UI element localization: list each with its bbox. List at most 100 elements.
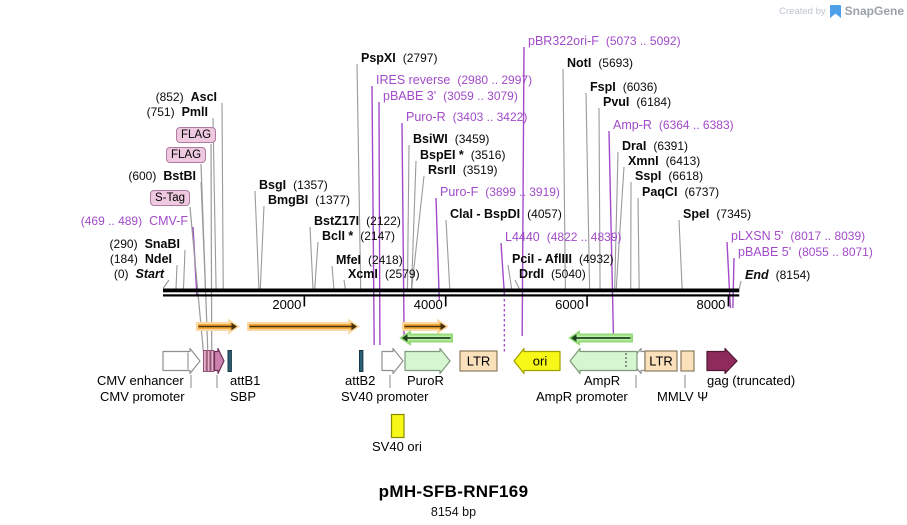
site-label-mfei[interactable]: MfeI(2418): [336, 254, 403, 267]
site-leader-line: [562, 68, 566, 289]
feature-sv40-ori[interactable]: [390, 413, 405, 439]
site-label-bcli-[interactable]: BclI *(2147): [322, 230, 395, 243]
primer-label-pbr322ori-f[interactable]: pBR322ori-F(5073 .. 5092): [528, 35, 681, 48]
mmlv-psi-label[interactable]: MMLV Ψ: [657, 389, 709, 404]
site-position: (4932): [578, 252, 614, 266]
site-name: PmlI: [181, 105, 208, 119]
feature-ori-arrow[interactable]: [513, 347, 561, 375]
s-tag-box[interactable]: S-Tag: [150, 190, 191, 206]
site-label-noti[interactable]: NotI(5693): [567, 57, 633, 70]
site-position: (1357): [293, 178, 328, 192]
site-label-drai[interactable]: DraI(6391): [622, 140, 688, 153]
feature-flag-bar-1[interactable]: [203, 350, 207, 372]
feature-gag-arrow[interactable]: [706, 347, 738, 375]
site-position: (3403 .. 3422): [452, 110, 528, 124]
sv40-promoter-label[interactable]: SV40 promoter: [341, 389, 429, 404]
feature-sv40-promoter-arrow[interactable]: [381, 347, 404, 375]
attb2-label[interactable]: attB2: [345, 373, 376, 388]
primer-label-pbabe-3-[interactable]: pBABE 3'(3059 .. 3079): [383, 90, 518, 103]
sbp-label[interactable]: SBP: [230, 389, 257, 404]
flag-tag-2-leader-line: [200, 163, 209, 369]
site-position: (2980 .. 2997): [457, 73, 533, 87]
site-label-spei[interactable]: SpeI(7345): [683, 208, 751, 221]
site-leader-line: [162, 279, 170, 289]
site-label-pspxi[interactable]: PspXI(2797): [361, 52, 437, 65]
flag-tag-2-box[interactable]: FLAG: [166, 147, 207, 163]
primer-label-pbabe-5-[interactable]: pBABE 5'(8055 .. 8071): [738, 246, 873, 259]
site-position: (0): [113, 267, 129, 281]
gag-label[interactable]: gag (truncated): [707, 373, 796, 388]
site-name: IRES reverse: [376, 73, 451, 87]
primer-label-plxsn-5-[interactable]: pLXSN 5'(8017 .. 8039): [731, 230, 865, 243]
site-name: Puro-F: [440, 185, 479, 199]
feature-attb2-bar[interactable]: [359, 350, 364, 372]
feature-ltr-box-1[interactable]: [459, 350, 498, 372]
site-label-end[interactable]: End(8154): [745, 269, 810, 282]
sv40-ori-label[interactable]: SV40 ori: [372, 439, 422, 454]
site-label-paqci[interactable]: PaqCI(6737): [642, 186, 719, 199]
feature-s-tag-bar[interactable]: [210, 350, 215, 372]
site-label-pcii-afliii[interactable]: PciI - AflIII(4932): [512, 253, 614, 266]
axis-tick-label: 4000: [413, 297, 443, 312]
site-label-bsiwi[interactable]: BsiWI(3459): [413, 133, 489, 146]
site-label-bmgbi[interactable]: BmgBI (1377): [268, 194, 350, 207]
primer-leader-line: [726, 241, 732, 309]
feature-mmlv-psi-box[interactable]: [680, 350, 695, 372]
cmv-enhancer-label[interactable]: CMV enhancer: [97, 373, 184, 388]
feature-attb1-bar[interactable]: [227, 350, 232, 372]
feature-sbp-arrow[interactable]: [213, 347, 225, 375]
site-position: (6737): [684, 185, 720, 199]
feature-ltr-box-2-text: LTR: [649, 354, 673, 369]
cmv-promoter-label[interactable]: CMV promoter: [100, 389, 185, 404]
snapgene-watermark: Created by SnapGene: [779, 4, 904, 18]
site-name: FspI: [590, 80, 616, 94]
ampr-label[interactable]: AmpR: [584, 373, 621, 388]
site-label-rsrii[interactable]: RsrII(3519): [428, 164, 497, 177]
flag-tag-1-box[interactable]: FLAG: [176, 127, 217, 143]
feature-flag-bar-2[interactable]: [206, 350, 211, 372]
site-label-asci[interactable]: (852)AscI: [156, 91, 217, 104]
site-label-clai-bspdi[interactable]: ClaI - BspDI(4057): [450, 208, 562, 221]
axis-tick-label: 6000: [555, 297, 585, 312]
site-position: (1377): [315, 193, 350, 207]
site-leader-line: [598, 107, 601, 289]
puror-label[interactable]: PuroR: [407, 373, 444, 388]
site-label-sspi[interactable]: SspI(6618): [635, 170, 703, 183]
site-position: (3059 .. 3079): [443, 89, 518, 103]
feature-ori-arrow-text: ori: [533, 354, 548, 369]
site-label-fspi[interactable]: FspI(6036): [590, 81, 657, 94]
primer-label-cmv-f[interactable]: (469 .. 489)CMV-F: [81, 215, 188, 228]
feature-ampr-arrow[interactable]: [569, 347, 638, 375]
s-tag-leader-line: [189, 206, 206, 369]
site-label-snabi[interactable]: (290)SnaBI: [110, 238, 180, 251]
primer-label-amp-r[interactable]: Amp-R(6364 .. 6383): [613, 119, 734, 132]
site-label-bstbi[interactable]: (600)BstBI: [128, 170, 196, 183]
primer-label-l4440[interactable]: L4440(4822 .. 4839): [505, 231, 621, 244]
feature-ltr-box-2[interactable]: [644, 350, 678, 372]
site-label-start[interactable]: (0)Start: [114, 268, 164, 281]
site-label-bspei-[interactable]: BspEI *(3516): [420, 149, 505, 162]
site-name: BmgBI: [268, 193, 309, 207]
attb1-label[interactable]: attB1: [230, 373, 261, 388]
feature-cmv-enhancer-promoter[interactable]: [162, 347, 201, 375]
site-label-drdi[interactable]: DrdI(5040): [519, 268, 586, 281]
orf-reverse-2-core-head: [571, 334, 577, 342]
site-label-pmli[interactable]: (751)PmlI: [147, 106, 208, 119]
primer-label-ires-reverse[interactable]: IRES reverse (2980 .. 2997): [376, 74, 532, 87]
site-label-xcmi[interactable]: XcmI(2579): [348, 268, 420, 281]
ampr-promoter-label[interactable]: AmpR promoter: [536, 389, 628, 404]
site-label-bsgi[interactable]: BsgI(1357): [259, 179, 328, 192]
primer-label-puro-f[interactable]: Puro-F(3899 .. 3919): [440, 186, 560, 199]
site-position: (852): [155, 90, 184, 104]
site-label-xmni[interactable]: XmnI(6413): [628, 155, 700, 168]
site-name: PvuI: [603, 95, 630, 109]
site-label-pvui[interactable]: PvuI(6184): [603, 96, 671, 109]
site-name: BspEI *: [420, 148, 464, 162]
primer-label-puro-r[interactable]: Puro-R(3403 .. 3422): [406, 111, 527, 124]
site-leader-line: [678, 219, 683, 289]
site-label-ndei[interactable]: (184)NdeI: [110, 253, 172, 266]
site-label-bstz17i[interactable]: BstZ17I(2122): [314, 215, 401, 228]
site-name: Amp-R: [613, 118, 652, 132]
site-position: (5073 .. 5092): [605, 34, 681, 48]
feature-puror-arrow[interactable]: [404, 347, 451, 375]
